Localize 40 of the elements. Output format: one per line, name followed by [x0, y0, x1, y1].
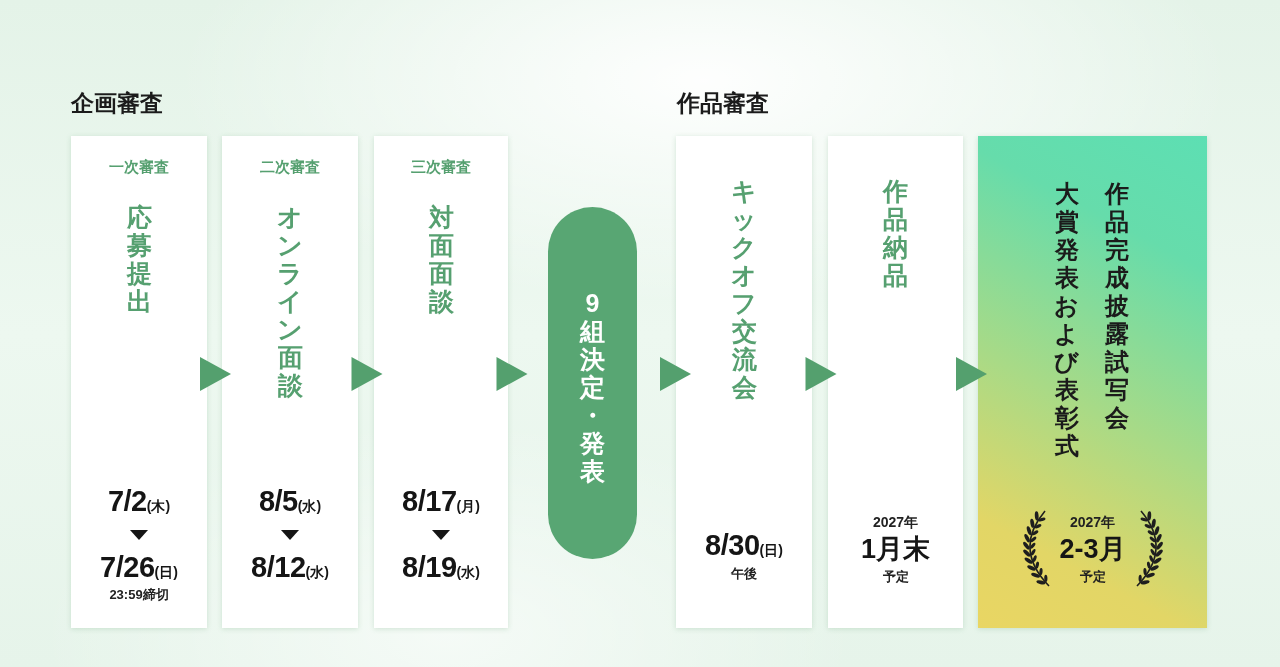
date-text: 8/5(水) [258, 485, 322, 519]
step-card [374, 136, 508, 628]
vertical-title: 応募提出 [125, 203, 153, 315]
arrow [351, 357, 383, 391]
vertical-title: 作品完成披露試写会 [1103, 180, 1130, 432]
vertical-title: 作品納品 [881, 177, 909, 289]
year-text: 2027年 [872, 513, 919, 531]
step-card [828, 136, 963, 628]
vertical-title: キックオフ交流会 [730, 177, 758, 401]
step-label: 三次審査 [411, 158, 471, 176]
note-text: 予定 [882, 569, 909, 585]
note-text: 23:59締切 [109, 587, 169, 603]
step-card [676, 136, 812, 628]
vertical-title: 大賞発表および表彰式 [1053, 180, 1081, 460]
step-card [222, 136, 358, 628]
vertical-title: 9組決定・発表 [578, 289, 606, 485]
arrow [956, 357, 987, 391]
note-text: 午後 [731, 566, 757, 582]
date-text: 8/12(水) [251, 551, 329, 585]
step-label: 二次審査 [260, 158, 320, 176]
date-text: 2-3月 [1059, 534, 1126, 566]
note-text: 予定 [1079, 569, 1106, 585]
step-card [71, 136, 207, 628]
arrow [660, 357, 691, 391]
arrow [496, 357, 528, 391]
step-card [978, 136, 1207, 628]
date-text: 1月末 [861, 534, 930, 566]
date-text: 8/30(日) [705, 529, 783, 563]
section-heading: 作品審査 [677, 89, 769, 117]
date-text: 7/2(木) [107, 485, 171, 519]
section-heading: 企画審査 [71, 89, 163, 117]
arrow [805, 357, 837, 391]
date-text: 8/17(月) [402, 485, 480, 519]
step-label: 一次審査 [109, 158, 169, 176]
vertical-title: 対面面談 [427, 203, 455, 315]
year-text: 2027年 [1069, 513, 1116, 531]
date-text: 8/19(水) [402, 551, 480, 585]
vertical-title: オンライン面談 [276, 203, 304, 399]
date-text: 7/26(日) [100, 551, 178, 585]
arrow [200, 357, 231, 391]
